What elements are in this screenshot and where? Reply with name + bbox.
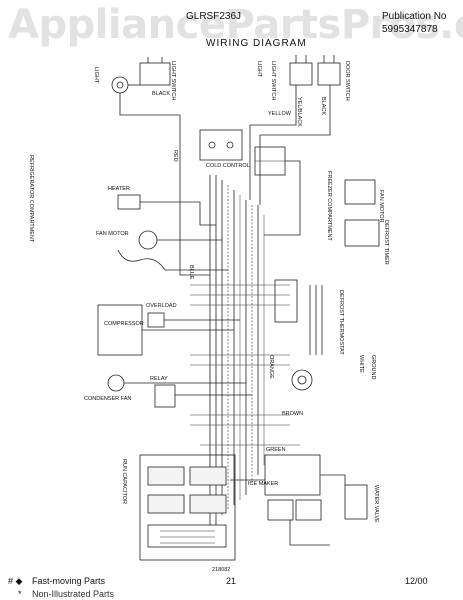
page-footer: # ◆ Fast-moving Parts * Non-Illustrated … (0, 570, 463, 600)
label-light: LIGHT (93, 67, 99, 84)
label-door-switch: DOOR SWITCH (344, 61, 350, 101)
label-ground: GROUND (370, 355, 376, 379)
legend-non-illustrated: Non-Illustrated Parts (32, 589, 115, 599)
label-refrigerator-compartment: REFRIGERATOR COMPARTMENT (28, 155, 34, 243)
label-ice-maker: ICE MAKER (248, 481, 278, 487)
label-yel-black: YEL/BLACK (296, 97, 302, 127)
label-orange: ORANGE (268, 355, 274, 379)
wiring-diagram-svg: LIGHT LIGHT SWITCH BLACK LIGHT LIGHT SWI… (28, 55, 389, 573)
label-part-code: 218082 (212, 567, 230, 573)
label-green: GREEN (266, 447, 286, 453)
label-fan-motor: FAN MOTOR (96, 231, 129, 237)
left-components: HEATER FAN MOTOR COMPRESSOR OVERLOAD CON… (84, 186, 177, 408)
wiring-diagram: LIGHT LIGHT SWITCH BLACK LIGHT LIGHT SWI… (0, 55, 463, 578)
fast-moving-symbol: # ◆ (8, 576, 23, 586)
label-fan-motor-right: FAN MOTOR (378, 190, 384, 223)
label-brown: BROWN (282, 411, 303, 417)
page-number: 21 (226, 576, 237, 586)
label-freezer-compartment: FREEZER COMPARTMENT (326, 171, 332, 241)
terminal-block: RUN CAPACITOR 218082 (121, 454, 236, 573)
label-run-capacitor: RUN CAPACITOR (121, 459, 127, 504)
label-blue: BLUE (188, 265, 194, 280)
label-water-valve: WATER VALVE (373, 485, 379, 523)
legend-fast-moving: Fast-moving Parts (32, 576, 106, 586)
publication-date: 12/00 (405, 576, 428, 586)
label-overload: OVERLOAD (146, 303, 177, 309)
label-white: WHITE (358, 355, 364, 373)
label-black-2: BLACK (320, 97, 326, 115)
non-illustrated-symbol: * (18, 589, 22, 599)
label-relay: RELAY (150, 376, 168, 382)
label-yellow: YELLOW (268, 111, 292, 117)
ice-maker-area: ICE MAKER WATER VALVE GREEN (230, 447, 379, 546)
central-wiring-bundle: RED BLUE ORANGE BROWN (124, 115, 303, 525)
label-compressor: COMPRESSOR (104, 321, 144, 327)
light-assembly-right: LIGHT LIGHT SWITCH DOOR SWITCH YEL/BLACK… (250, 55, 350, 136)
label-defrost-timer: DEFROST TIMER (383, 220, 389, 265)
publication-label: Publication No (382, 11, 447, 22)
label-cold-control: COLD CONTROL (206, 163, 250, 169)
label-light-right: LIGHT (256, 61, 262, 78)
label-heater: HEATER (108, 186, 130, 192)
label-red: RED (172, 150, 178, 162)
right-components: FAN MOTOR DEFROST TIMER DEFROST THERMOST… (274, 179, 389, 391)
label-light-switch-right: LIGHT SWITCH (270, 61, 276, 100)
label-condenser-fan: CONDENSER FAN (84, 396, 131, 402)
label-defrost-thermostat: DEFROST THERMOSTAT (338, 290, 344, 355)
page-title: WIRING DIAGRAM (206, 38, 307, 49)
cold-control-block: COLD CONTROL YELLOW FREEZER COMPARTMENT (199, 111, 332, 241)
label-light-switch: LIGHT SWITCH (170, 61, 176, 100)
light-assembly-left: LIGHT LIGHT SWITCH BLACK (93, 57, 180, 116)
label-black-1: BLACK (152, 91, 170, 97)
publication-number: 5995347878 (382, 24, 438, 35)
model-number: GLRSF236J (186, 11, 242, 22)
